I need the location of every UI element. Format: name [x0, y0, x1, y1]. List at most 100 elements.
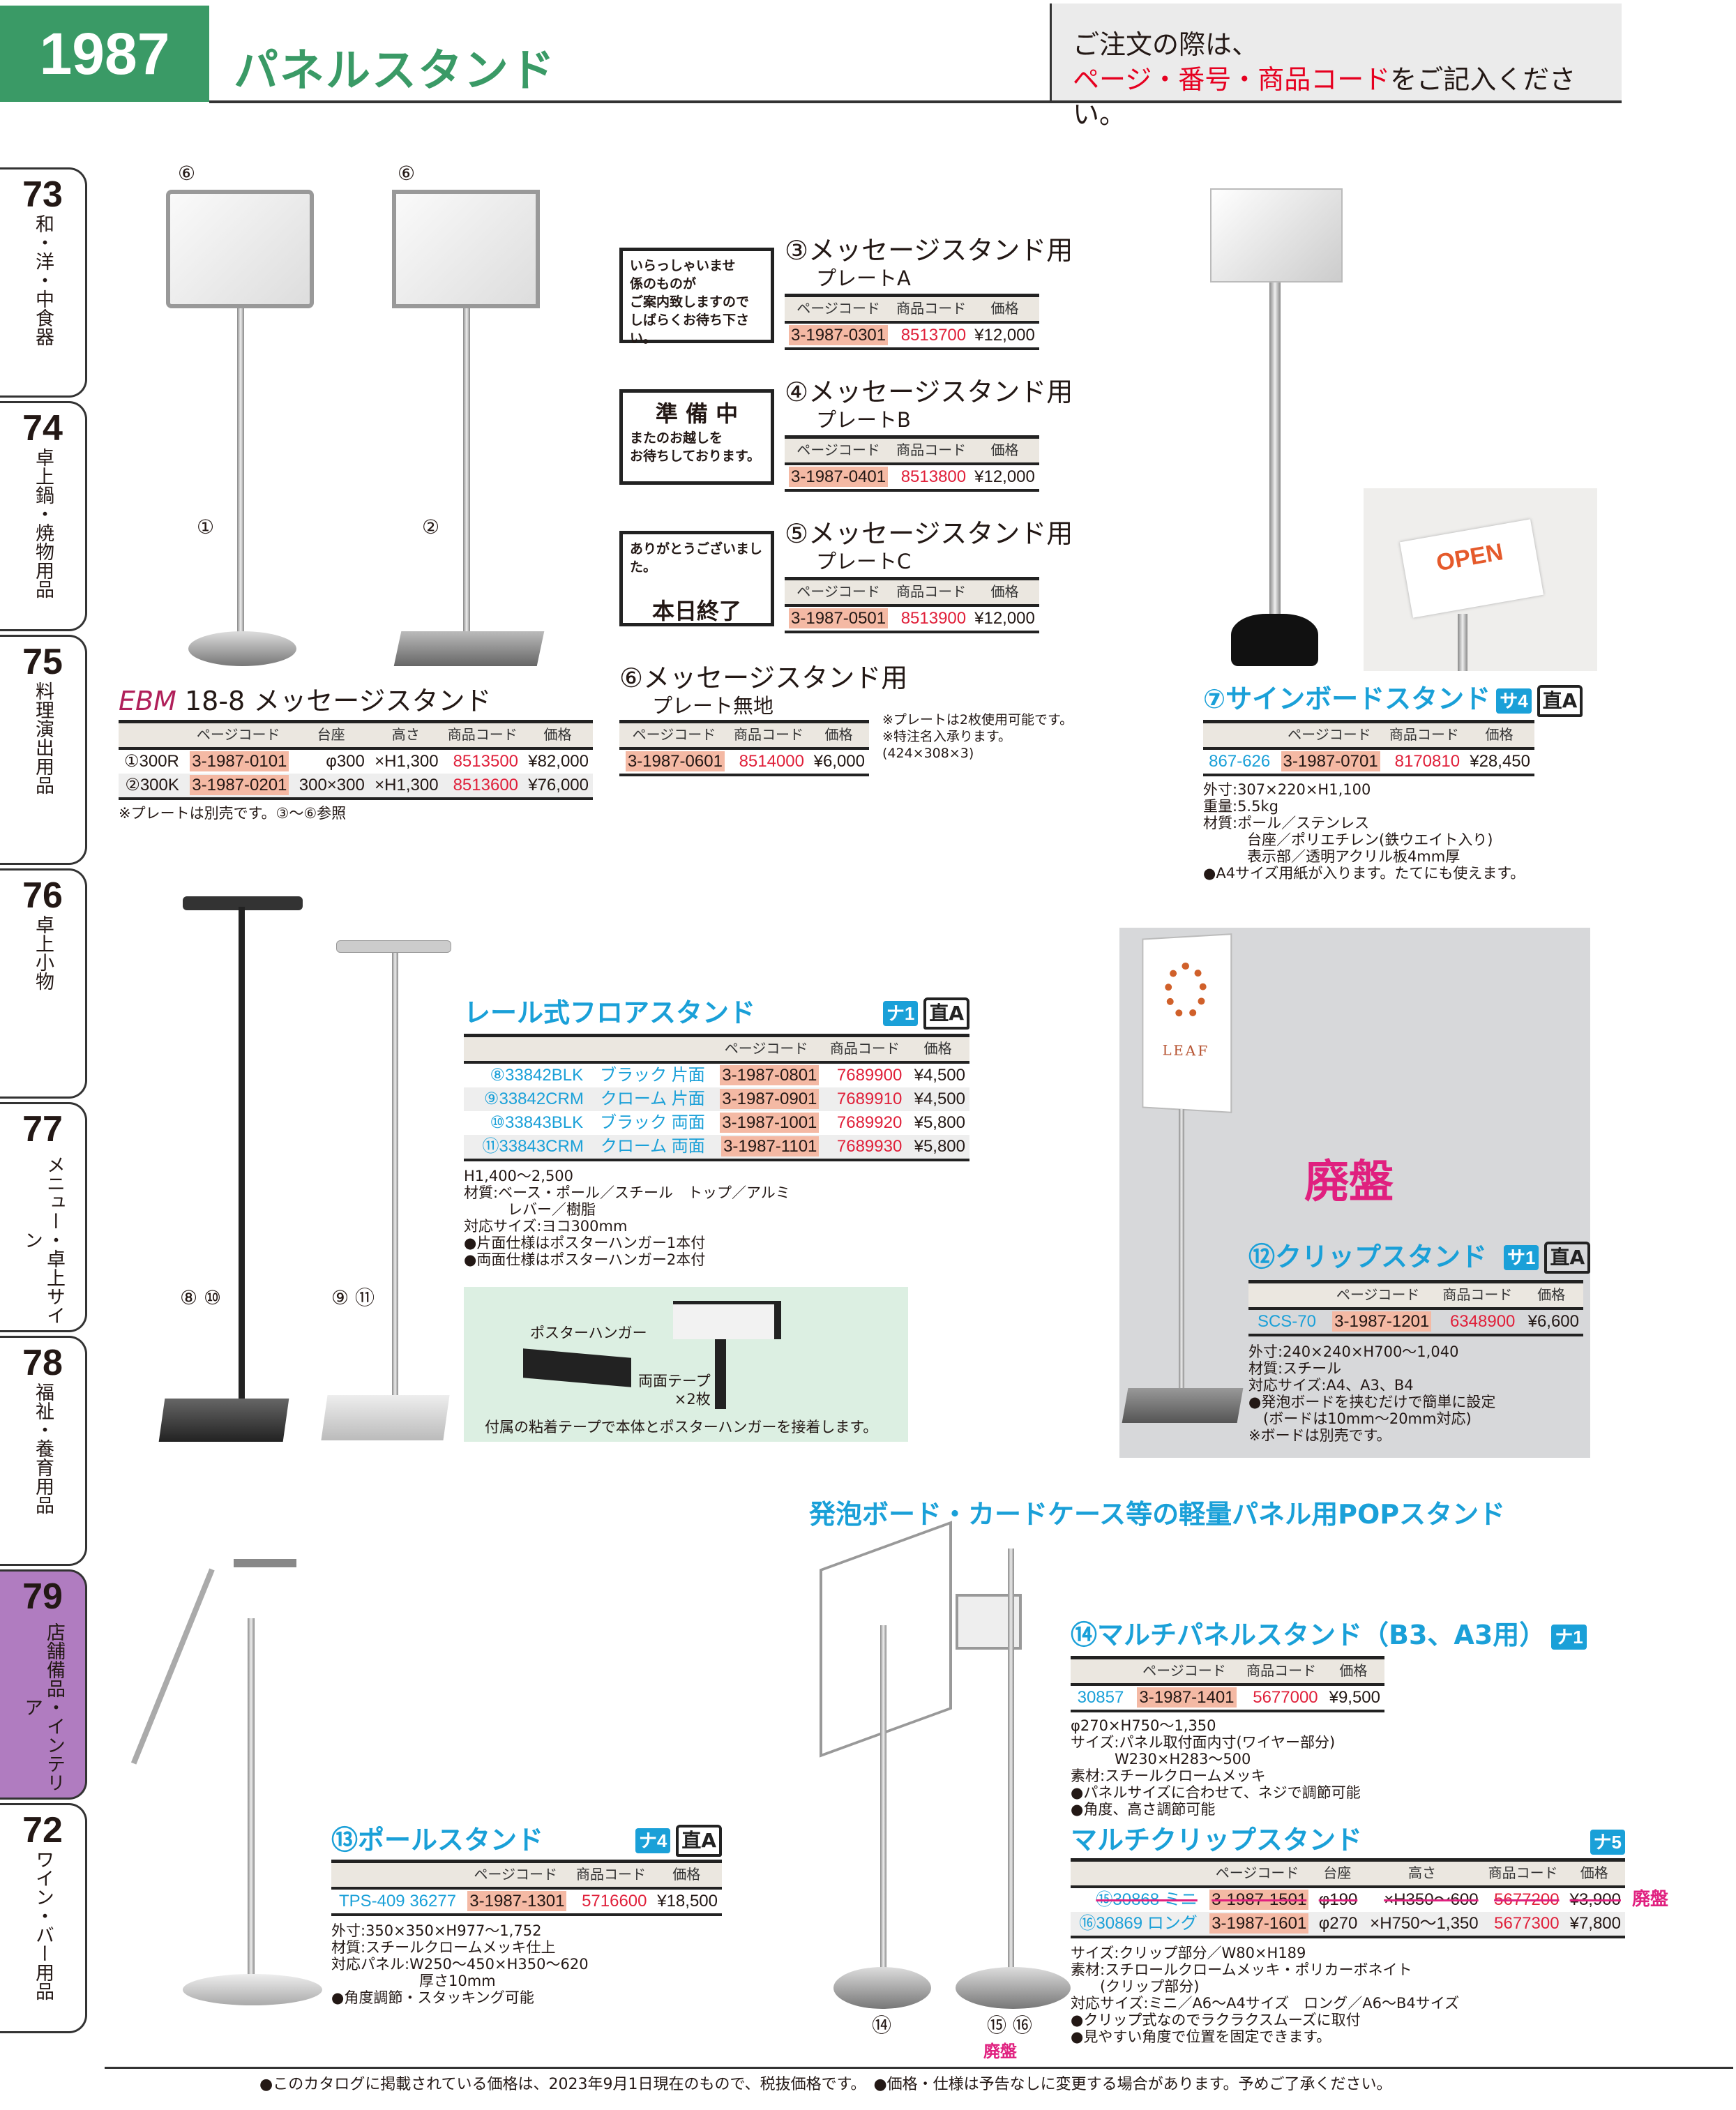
cell-code: 7689910	[823, 1087, 906, 1111]
cell-model: ②300K	[119, 774, 183, 799]
cell-text: 5677200	[1494, 1890, 1560, 1909]
product-title-text: ⑬ポールスタンド	[331, 1824, 544, 1855]
cell-code: 6348900	[1435, 1309, 1519, 1335]
cell-text: 3-1987-0301	[789, 325, 889, 345]
cell-price: ¥4,500	[906, 1062, 969, 1087]
cell-text: ¥12,000	[974, 467, 1035, 486]
cell-text: φ300	[326, 752, 365, 771]
direct-ship-badge: 直A	[1537, 684, 1583, 717]
cell-text: 5677000	[1253, 1688, 1318, 1707]
cell-price: ¥82,000	[522, 748, 593, 774]
cell-text: ×H1,300	[375, 776, 439, 794]
cell-text: ⑮30868 ミニ	[1096, 1890, 1198, 1909]
cell-text: 7689900	[836, 1066, 903, 1085]
cell-price: ¥18,500	[651, 1888, 723, 1915]
cell-text: ¥9,500	[1329, 1688, 1380, 1707]
side-tab-number: 73	[22, 174, 63, 215]
cell-text: ¥12,000	[974, 609, 1035, 628]
cell-text: ②300K	[125, 776, 179, 794]
cell-page: 3-1987-0401	[785, 464, 892, 490]
cell-page: 3-1987-0201	[183, 774, 294, 799]
open-sign: OPEN	[1399, 519, 1544, 618]
column-header: ページコード	[797, 443, 880, 458]
product-title-text: マルチクリップスタンド	[1071, 1825, 1363, 1855]
cell-code: 8513500	[443, 748, 522, 774]
column-header: 商品コード	[829, 1041, 900, 1057]
cell-page: 3-1987-1501	[1202, 1887, 1313, 1912]
leaf-board: LEAF	[1142, 933, 1232, 1113]
cell-page: 3-1987-1601	[1202, 1912, 1313, 1937]
cell-code: 7689900	[823, 1062, 906, 1087]
cell-model: ⑯30869 ロング	[1071, 1912, 1202, 1937]
cell-model: ⑨33842CRM クローム 片面	[464, 1087, 709, 1111]
supplier-badge: サ1	[1504, 1244, 1539, 1270]
cell-model: 867-626	[1203, 748, 1274, 775]
product-title: ⑥メッセージスタンド用	[619, 663, 908, 693]
cell-text: ⑪33843CRM クローム 両面	[482, 1137, 705, 1156]
cell-model: ⑩33843BLK ブラック 両面	[464, 1111, 709, 1135]
cell-text: ¥12,000	[974, 326, 1035, 345]
cell-code: 8514000	[729, 748, 808, 775]
cell-price: ¥12,000	[970, 322, 1039, 349]
cell-model: ⑮30868 ミニ	[1071, 1887, 1202, 1912]
cell-text: 3-1987-1101	[721, 1136, 820, 1156]
column-header: 商品コード	[447, 728, 518, 743]
brand-logo: EBM	[119, 686, 176, 716]
cell-plain: ×H1,300	[369, 748, 443, 774]
column-header: 台座	[317, 728, 345, 743]
cell-page: 3-1987-1301	[460, 1888, 571, 1915]
column-header	[1071, 1658, 1128, 1685]
column-header: ページコード	[1288, 728, 1371, 743]
hanger-label: ポスターハンガー	[530, 1325, 647, 1341]
cell-text: 5677300	[1494, 1914, 1560, 1933]
open-sign-photo: OPEN	[1364, 488, 1597, 671]
cell-text: ¥18,500	[657, 1892, 718, 1911]
cell-text: ¥5,800	[914, 1137, 965, 1156]
supplier-badge: ナ1	[882, 1000, 919, 1026]
cell-code: 8513700	[892, 322, 970, 349]
cell-text: 8513500	[453, 752, 519, 771]
column-header: 商品コード	[575, 1867, 646, 1883]
cell-text: ¥6,000	[813, 752, 865, 771]
cell-text: TPS-409 36277	[338, 1892, 457, 1911]
supplier-badge: ナ4	[635, 1828, 671, 1853]
column-header: ページコード	[724, 1041, 808, 1057]
column-header: ページコード	[797, 585, 880, 600]
side-tab-label: 卓上小物	[32, 915, 54, 990]
footer-note-change: ●価格・仕様は予告なしに変更する場合があります。予めご了承ください。	[873, 2076, 1392, 2093]
cell-price: ¥6,000	[808, 748, 869, 775]
side-tab-label: 店舗備品・インテリア	[21, 1622, 65, 1792]
cell-text: 3-1987-0401	[789, 467, 889, 487]
cell-text: 8170810	[1394, 752, 1460, 771]
product-title: マルチクリップスタンドナ5	[1071, 1825, 1625, 1855]
plate-sample: 準 備 中またのお越しをお待ちしております。	[619, 389, 774, 485]
product-notes: 外寸:307×220×H1,100 重量:5.5kg 材質:ポール／ステンレス …	[1203, 781, 1525, 882]
order-notice-highlight: ページ・番号・商品コード	[1073, 64, 1391, 95]
supplier-badge: ナ1	[1551, 1624, 1587, 1650]
side-tab-number: 79	[22, 1576, 63, 1617]
column-header: 商品コード	[733, 728, 803, 743]
cell-text: ¥6,600	[1527, 1312, 1579, 1331]
table-header-row: ページコード商品コード価格	[785, 295, 1039, 322]
cell-plain: ×H350～600	[1361, 1887, 1482, 1912]
side-tab-79[interactable]: 79 店舗備品・インテリア	[0, 1569, 87, 1800]
product-notes: 外寸:350×350×H977～1,752 材質:スチールクロームメッキ仕上 対…	[331, 1922, 589, 2006]
discontinued-stamp: 廃盤	[1304, 1156, 1394, 1208]
cell-text: ¥3,900	[1569, 1890, 1621, 1909]
